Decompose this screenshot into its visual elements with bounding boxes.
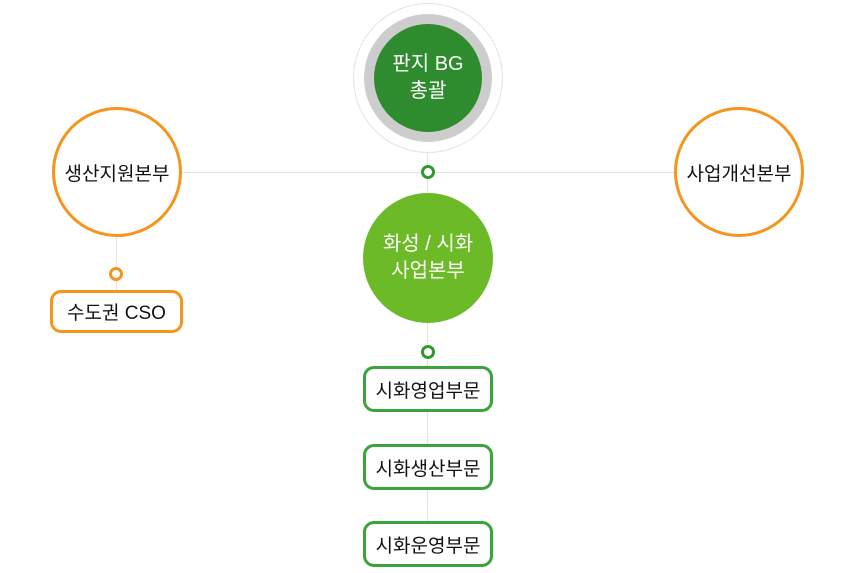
dept-box-label: 시화생산부문 [375, 458, 481, 480]
connector-dept2-to-dept3 [427, 489, 428, 522]
root-node-gray-ring: 판지 BG 총괄 [364, 14, 492, 142]
dept-box-label: 시화운영부문 [375, 535, 481, 557]
business-hq-label-line1: 화성 / 시화 [382, 233, 474, 255]
junction-dot-top [421, 165, 435, 179]
root-node: 판지 BG 총괄 [374, 24, 482, 132]
root-node-outer-ring: 판지 BG 총괄 [353, 3, 503, 153]
division-label: 생산지원본부 [64, 163, 170, 185]
connector-dept1-to-dept2 [427, 411, 428, 445]
root-node-label-line1: 판지 BG [392, 53, 464, 75]
business-hq-label-line2: 사업본부 [391, 260, 465, 282]
connector-hq-to-dept1 [427, 322, 428, 367]
business-hq-node: 화성 / 시화 사업본부 [363, 193, 493, 323]
dept-box-label: 시화영업부문 [375, 380, 481, 402]
connector-left-division-to-cso [116, 236, 117, 291]
division-label: 사업개선본부 [686, 163, 792, 185]
junction-dot-bottom [421, 345, 435, 359]
cso-box: 수도권 CSO [50, 290, 183, 333]
cso-box-label: 수도권 CSO [67, 303, 166, 324]
dept-box-sihwa-production: 시화생산부문 [363, 444, 493, 490]
division-node-production-support: 생산지원본부 [52, 107, 182, 237]
dept-box-sihwa-operations: 시화운영부문 [363, 521, 493, 567]
root-node-label-line2: 총괄 [409, 80, 447, 102]
division-node-business-improvement: 사업개선본부 [674, 107, 804, 237]
dept-box-sihwa-sales: 시화영업부문 [363, 366, 493, 412]
junction-dot-left [109, 267, 123, 281]
